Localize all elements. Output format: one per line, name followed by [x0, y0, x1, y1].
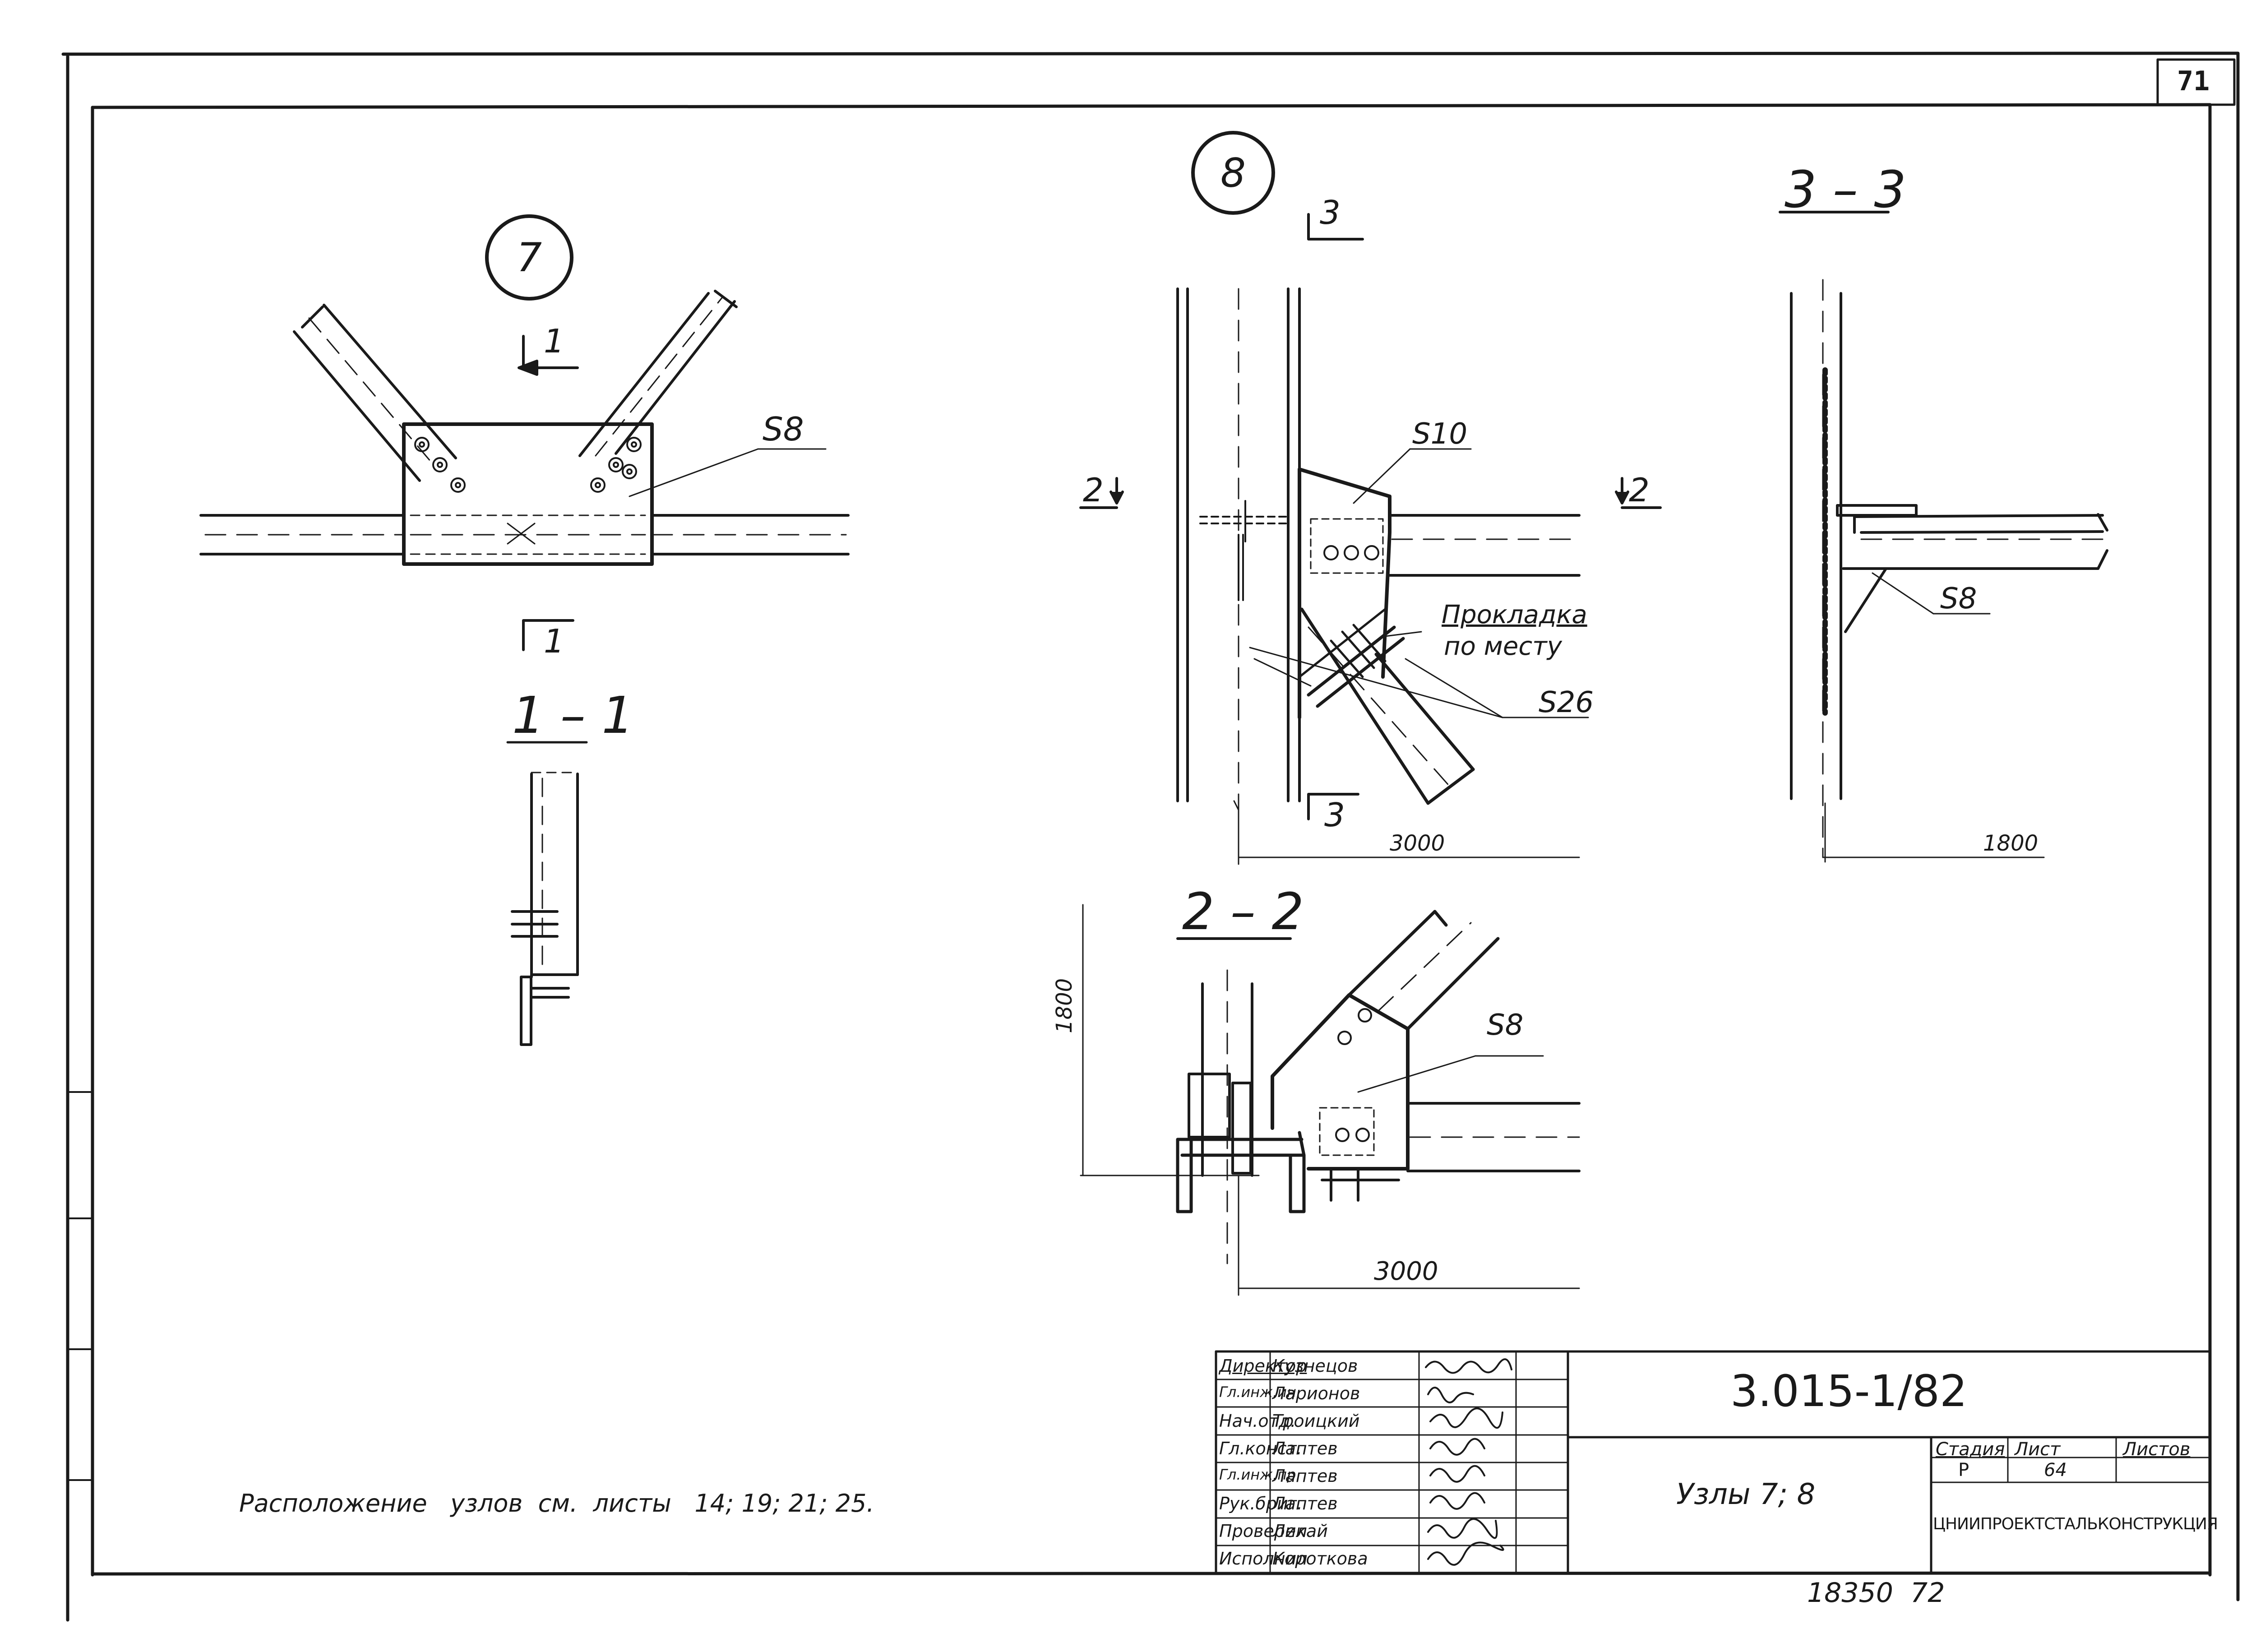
node7-diagonal-left	[293, 304, 457, 482]
node7-bolts	[414, 437, 642, 493]
staff-row: Гл.инж.пр. Лаптев	[1218, 1467, 1421, 1490]
staff-row: Рук.бриг. Лаптев	[1218, 1495, 1421, 1518]
sheet-value: 64	[2044, 1460, 2067, 1481]
section33-dimension	[1822, 802, 2045, 863]
staff-name: Лекай	[1272, 1521, 1328, 1541]
section22-plate-label: S8	[1487, 1009, 1524, 1042]
staff-row: Нач.отд. Троицкий	[1218, 1412, 1421, 1435]
staff-name: Короткова	[1272, 1549, 1368, 1569]
node7-gusset-label: S8	[763, 410, 804, 448]
sheet-header: Лист	[2015, 1439, 2061, 1460]
footer-number: 18350 72	[1807, 1577, 1945, 1609]
staff-role: Исполнил	[1219, 1549, 1308, 1569]
staff-role: Гл.инж.пр.	[1219, 1466, 1301, 1483]
node8-top-member	[1310, 514, 1581, 577]
node8-column-connection	[1199, 500, 1291, 601]
staff-role: Проверил	[1219, 1521, 1307, 1541]
node7-gusset-plate	[402, 422, 654, 566]
node8-shim-note-line1: Прокладка	[1442, 600, 1587, 629]
node8-shim-note-line2: по месту	[1444, 632, 1562, 661]
node7-gusset-details	[410, 514, 646, 555]
node8-leaders	[1249, 448, 1589, 718]
node7-section-marks	[518, 335, 579, 651]
node8-section-mark-2-right: 2	[1629, 471, 1650, 509]
node8-section-mark-3-top: 3	[1320, 194, 1341, 231]
section22-gusset	[1271, 993, 1410, 1171]
staff-role: Гл.конст.	[1219, 1439, 1302, 1458]
stage-value: Р	[1958, 1460, 1969, 1481]
node7-s8-leader	[629, 448, 759, 497]
staff-name: Кузнецов	[1272, 1356, 1358, 1376]
staff-row: Проверил Лекай	[1218, 1522, 1421, 1545]
node8-number: 8	[1220, 149, 1246, 196]
node7-section-mark-top: 1	[544, 322, 564, 360]
section33-title: 3 – 3	[1784, 161, 1906, 219]
node8-section-marks	[1079, 213, 1662, 820]
sheet-corner-number: 71	[2177, 65, 2210, 97]
section22-s8-leader	[1357, 1055, 1476, 1093]
node7-diagonal-right	[578, 290, 738, 457]
staff-name: Лаптев	[1272, 1439, 1338, 1458]
node7-section-mark-bottom: 1	[544, 622, 564, 660]
staff-role: Рук.бриг.	[1219, 1494, 1303, 1513]
section11-title: 1 – 1	[512, 686, 634, 745]
node7-chord	[199, 514, 850, 555]
sheet-frame	[61, 51, 2240, 1622]
section22-dimensions	[1080, 904, 1580, 1296]
staff-name: Троицкий	[1272, 1411, 1360, 1431]
node8-section-mark-2-left: 2	[1083, 471, 1104, 509]
general-note: Расположение узлов см. листы 14; 19; 21;…	[239, 1489, 874, 1518]
staff-row: Гл.конст. Лаптев	[1218, 1440, 1421, 1462]
node8-dimensions	[1238, 807, 1580, 865]
section22-dimension-horizontal: 3000	[1374, 1257, 1438, 1286]
node7-number: 7	[517, 234, 542, 281]
staff-row: Гл.инж.ин. Ларионов	[1218, 1385, 1421, 1407]
staff-role: Гл.инж.ин.	[1219, 1384, 1301, 1401]
section22-column	[1188, 969, 1253, 1264]
section22-brace	[1347, 910, 1500, 1031]
signatures	[1425, 1358, 1512, 1566]
drawing-title: Узлы 7; 8	[1676, 1478, 1816, 1511]
node8-plate-label-s10: S10	[1412, 417, 1468, 451]
section33-dimension-1800: 1800	[1983, 831, 2039, 856]
node8-dimension-3000: 3000	[1390, 831, 1445, 856]
staff-name: Лаптев	[1272, 1494, 1338, 1513]
staff-role: Директор	[1219, 1356, 1307, 1376]
section22-title: 2 – 2	[1182, 883, 1304, 941]
node8-brace	[1300, 607, 1475, 805]
section33-plate-label: S8	[1940, 582, 1977, 615]
section33-s8-leader	[1872, 572, 1934, 615]
section33-member	[1842, 513, 2108, 633]
staff-role: Нач.отд.	[1219, 1411, 1296, 1431]
node7-circle-marker: 7	[485, 214, 573, 301]
section11-profile	[511, 772, 579, 1046]
stage-header: Стадия	[1936, 1439, 2005, 1460]
node8-bolt-pack	[1298, 608, 1405, 708]
node8-section-mark-3-bottom: 3	[1324, 796, 1345, 834]
node8-circle-marker: 8	[1191, 131, 1275, 215]
staff-row: Исполнил Короткова	[1218, 1550, 1421, 1573]
node8-gusset	[1298, 467, 1392, 719]
section33-column	[1790, 279, 1918, 858]
section22-member	[1319, 1008, 1581, 1202]
document-code: 3.015-1/82	[1730, 1366, 1968, 1416]
staff-name: Лаптев	[1272, 1466, 1338, 1486]
staff-name: Ларионов	[1272, 1384, 1360, 1403]
organization-name: ЦНИИПРОЕКТСТАЛЬКОНСТРУКЦИЯ	[1933, 1515, 2218, 1533]
title-block-lines	[1215, 1350, 2211, 1575]
node8-plate-label-s26: S26	[1539, 686, 1594, 719]
staff-row: Директор Кузнецов	[1218, 1357, 1421, 1380]
sheets-header: Листов	[2123, 1439, 2191, 1460]
section22-dimension-vertical: 1800	[1052, 978, 1077, 1033]
